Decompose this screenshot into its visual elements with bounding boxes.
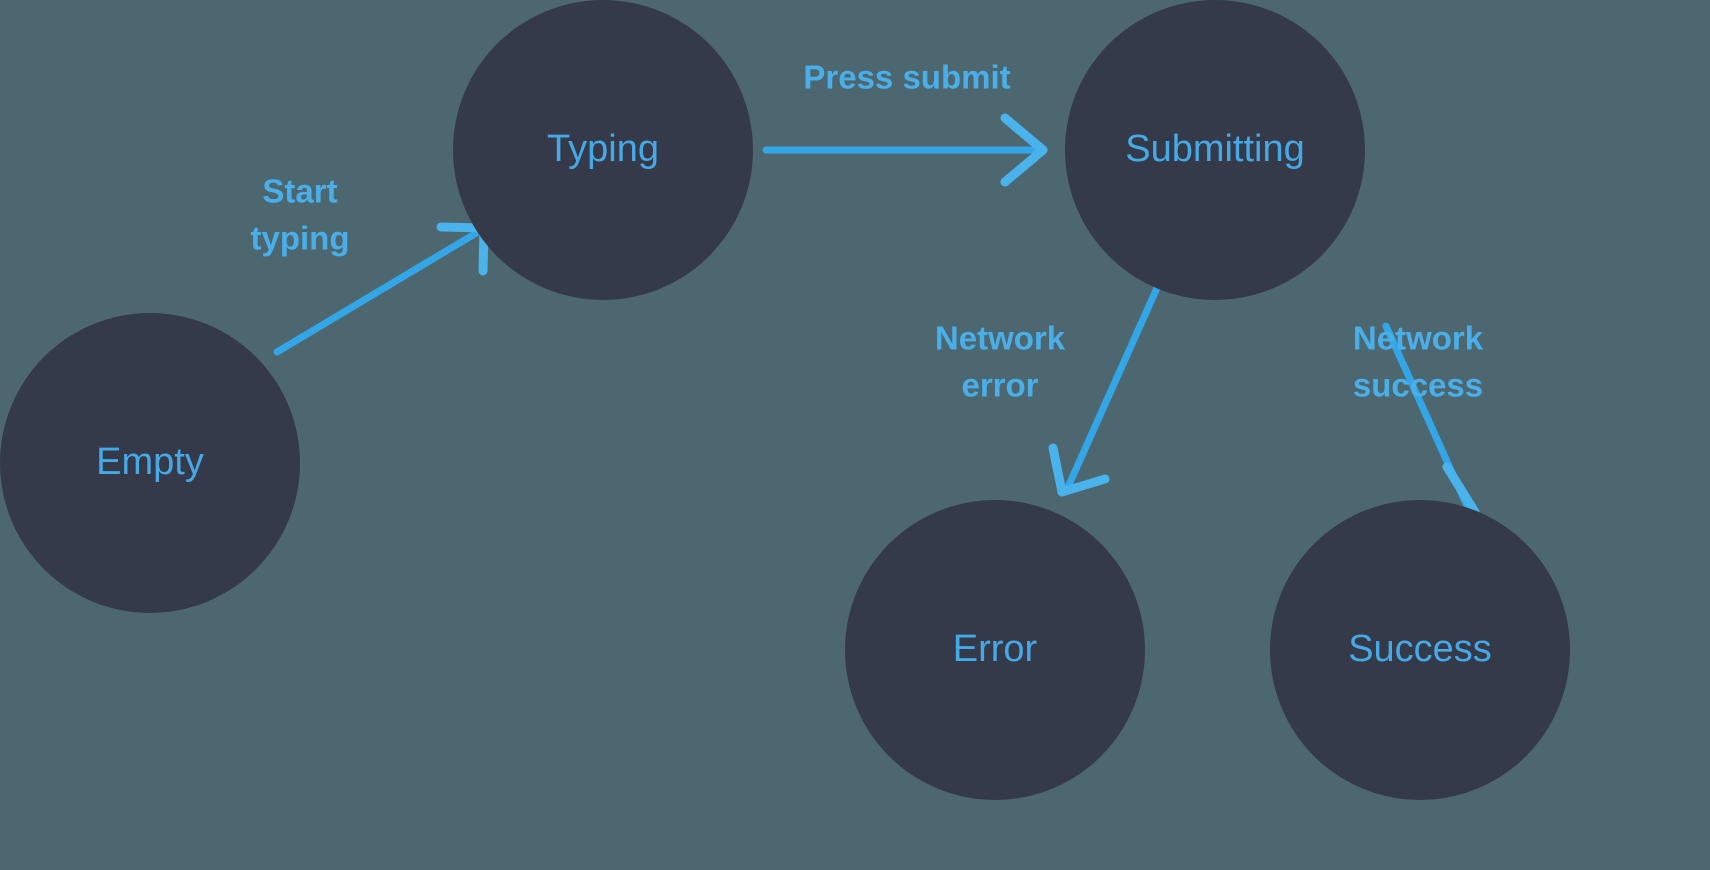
edge-label-press-submit: Press submit bbox=[803, 59, 1010, 96]
edge-submitting-to-error-arrowhead bbox=[1048, 443, 1110, 497]
node-typing-label: Typing bbox=[547, 128, 659, 170]
node-submitting-circle[interactable] bbox=[1065, 0, 1365, 300]
edge-label-network-error-line1: Network bbox=[935, 320, 1066, 357]
edge-label-network-success: Network success bbox=[1353, 320, 1484, 404]
edge-typing-to-submitting bbox=[762, 113, 1048, 187]
node-empty-circle[interactable] bbox=[0, 313, 300, 613]
edge-label-network-error: Network error bbox=[935, 320, 1066, 404]
node-submitting-label: Submitting bbox=[1125, 128, 1305, 170]
edge-label-start-typing-line1: Start bbox=[262, 173, 337, 210]
node-error[interactable]: Error bbox=[845, 500, 1145, 800]
edge-label-network-success-line1: Network bbox=[1353, 320, 1484, 357]
edge-typing-to-submitting-arrowhead bbox=[1000, 113, 1048, 187]
edge-label-network-success-line2: success bbox=[1353, 367, 1483, 404]
edge-label-start-typing: Start typing bbox=[251, 173, 350, 257]
node-typing-circle[interactable] bbox=[453, 0, 753, 300]
node-success-label: Success bbox=[1348, 628, 1492, 670]
node-success-circle[interactable] bbox=[1270, 500, 1570, 800]
edge-submitting-to-error-line bbox=[1064, 284, 1161, 491]
edge-label-press-submit-line1: Press submit bbox=[803, 59, 1010, 96]
edge-empty-to-typing-line bbox=[273, 228, 482, 356]
node-empty-label: Empty bbox=[96, 441, 204, 483]
node-typing[interactable]: Typing bbox=[453, 0, 753, 300]
node-empty[interactable]: Empty bbox=[0, 313, 300, 613]
node-error-label: Error bbox=[953, 628, 1038, 670]
edge-submitting-to-error bbox=[1048, 284, 1161, 497]
edge-label-start-typing-line2: typing bbox=[251, 220, 350, 257]
edge-label-network-error-line2: error bbox=[961, 367, 1038, 404]
node-error-circle[interactable] bbox=[845, 500, 1145, 800]
node-submitting[interactable]: Submitting bbox=[1065, 0, 1365, 300]
node-success[interactable]: Success bbox=[1270, 500, 1570, 800]
